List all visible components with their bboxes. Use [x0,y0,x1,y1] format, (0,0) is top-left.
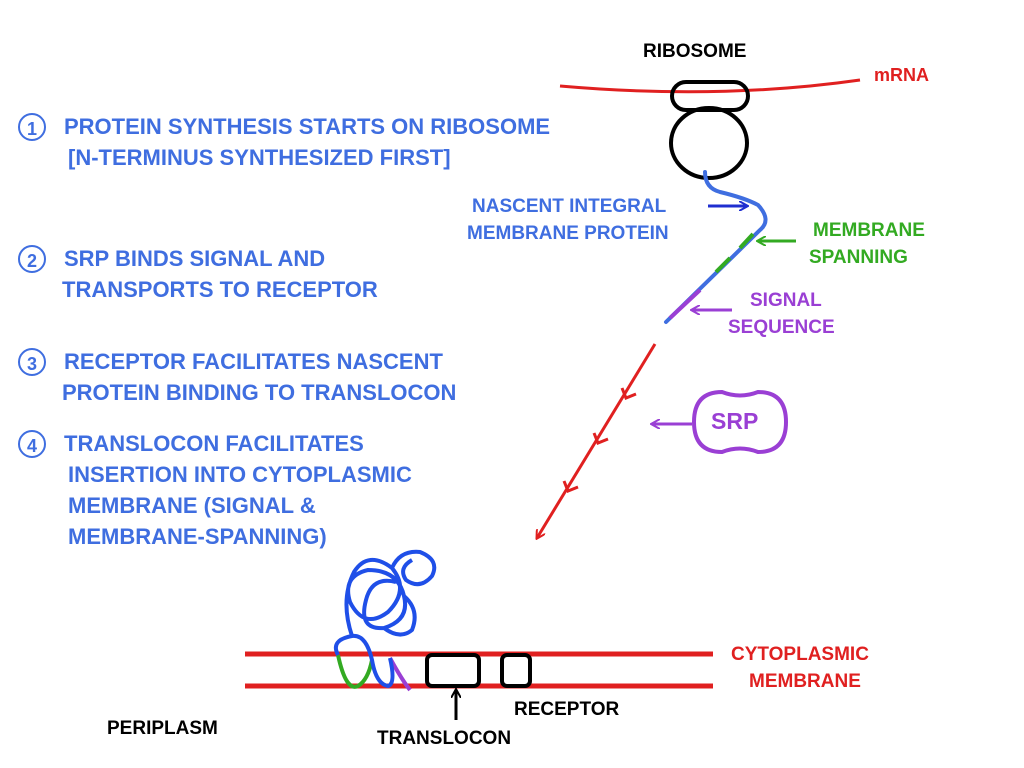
step-text-line: MEMBRANE (SIGNAL & [68,493,316,518]
folded-protein [333,549,437,688]
signal-sequence-segment [668,288,702,320]
translocon-label: TRANSLOCON [377,728,512,749]
ribosome-large-subunit [669,106,749,180]
step-text-line: TRANSLOCON FACILITATES [64,431,364,456]
mrna-label: mRNA [874,65,930,85]
srp-label: SRP [711,408,759,434]
mrna-strand [559,78,861,94]
step-text-line: TRANSPORTS TO RECEPTOR [62,277,378,302]
cytoplasmic-membrane-label-line1: CYTOPLASMIC [731,644,869,665]
transport-chevron [592,432,609,445]
step-number: 4 [18,430,46,458]
cytoplasmic-membrane-label-line2: MEMBRANE [749,671,861,692]
membrane-spanning-label-line2: SPANNING [809,247,908,268]
step-number: 3 [18,348,46,376]
step-text-line: [N-TERMINUS SYNTHESIZED FIRST] [68,145,451,170]
transport-chevron [620,387,637,400]
signal-label-line2: SEQUENCE [728,317,835,338]
nascent-protein-chain [664,170,768,324]
step-text-line: RECEPTOR FACILITATES NASCENT [64,349,443,374]
step-text-line: PROTEIN BINDING TO TRANSLOCON [62,380,457,405]
signal-label-line1: SIGNAL [750,290,822,311]
membrane-spanning-segment [714,232,755,274]
step-text-line: PROTEIN SYNTHESIS STARTS ON RIBOSOME [64,114,551,139]
step-text-line: MEMBRANE-SPANNING) [68,524,327,549]
translocon-box [425,653,481,688]
nascent-label-line2: MEMBRANE PROTEIN [467,223,669,244]
receptor-label: RECEPTOR [514,699,620,720]
step-number: 1 [18,113,46,141]
ribosome-small-subunit [670,80,750,112]
receptor-box [500,653,532,688]
transport-chevron [562,480,579,493]
srp-shape [691,389,789,455]
step-text-line: SRP BINDS SIGNAL AND [64,246,326,271]
nascent-label-line1: NASCENT INTEGRAL [472,196,667,217]
ribosome-label: RIBOSOME [643,41,747,62]
inserted-spanning-segment [336,654,374,689]
periplasm-label: PERIPLASM [107,718,218,739]
step-text-line: INSERTION INTO CYTOPLASMIC [68,462,412,487]
step-number: 2 [18,245,46,273]
membrane-spanning-label-line1: MEMBRANE [813,220,925,241]
